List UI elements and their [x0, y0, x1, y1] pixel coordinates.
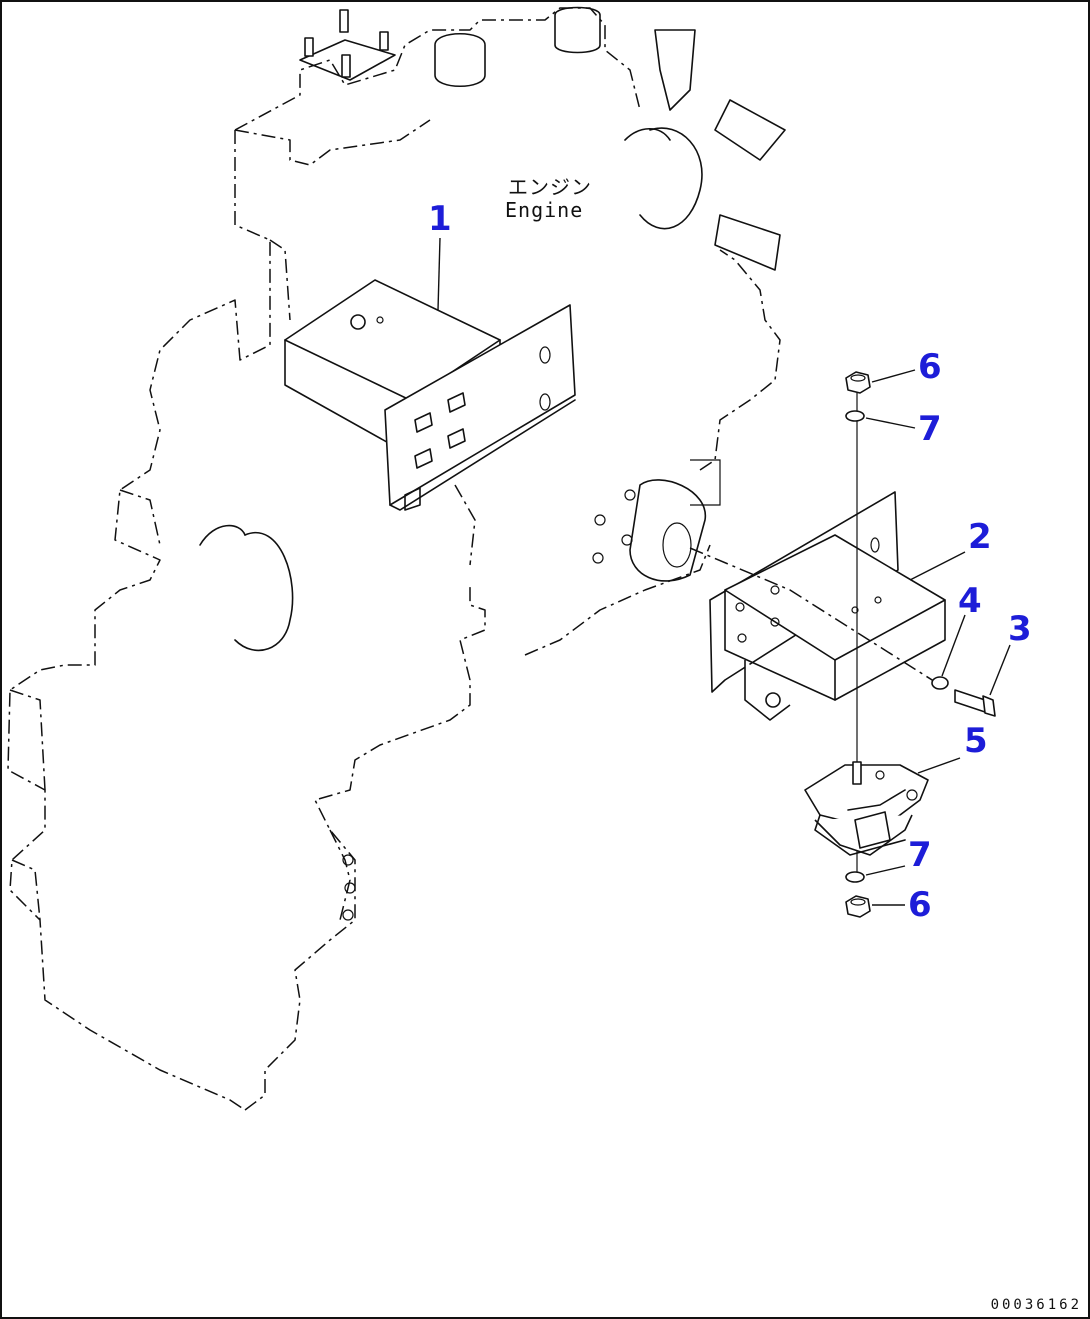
part-7-washer-top: [845, 410, 865, 422]
callout-4: 4: [958, 581, 982, 621]
part-2-frame-bracket: [689, 491, 946, 721]
leader-2: [909, 551, 966, 581]
leader-7a: [865, 417, 916, 429]
callout-5: 5: [964, 721, 988, 761]
callout-7-bottom: 7: [908, 835, 932, 875]
part-6-nut-top: [845, 371, 871, 394]
callout-2: 2: [968, 517, 992, 557]
callout-6-top: 6: [918, 347, 942, 387]
engine-block-outline: [7, 6, 786, 1111]
callout-1: 1: [428, 199, 452, 239]
part-5-rubber-mount: [804, 761, 929, 856]
leader-1: [437, 237, 441, 311]
callout-6-bottom: 6: [908, 885, 932, 925]
part-4-washer: [931, 676, 949, 690]
leader-5: [917, 757, 961, 774]
callout-7-top: 7: [918, 409, 942, 449]
part-3-bolt: [954, 689, 996, 717]
callout-3: 3: [1008, 609, 1032, 649]
leader-3: [989, 644, 1011, 696]
part-7-washer-bottom: [845, 871, 865, 883]
leader-4: [941, 614, 966, 677]
leader-7b: [865, 865, 906, 876]
part-1-engine-bracket: [284, 279, 576, 566]
engine-label-en: Engine: [505, 198, 584, 222]
engine-label-jp: エンジン: [508, 175, 592, 199]
leader-6a: [871, 369, 916, 383]
part-6-nut-bottom: [845, 895, 871, 918]
drawing-number: 00036162: [990, 1297, 1082, 1313]
